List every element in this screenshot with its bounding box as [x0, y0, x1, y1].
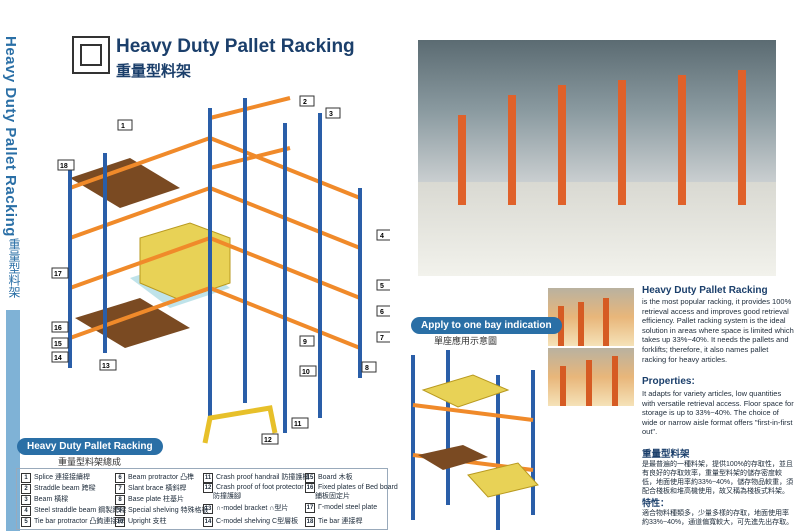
callout-12: 12 [264, 437, 272, 444]
callout-2: 2 [303, 99, 307, 106]
callout-8: 8 [365, 365, 369, 372]
legend-tag-cn: 重量型料架總成 [58, 457, 122, 467]
one-bay-diagram [411, 350, 539, 530]
callout-5: 5 [380, 283, 384, 290]
callout-17: 17 [54, 271, 62, 278]
pallet-top [70, 158, 180, 208]
callout-1: 1 [121, 123, 125, 130]
callout-14: 14 [54, 355, 62, 362]
properties-body: It adapts for variety articles, low quan… [642, 389, 794, 437]
cn-title: 重量型料架 [642, 449, 690, 460]
callout-3: 3 [329, 111, 333, 118]
callout-13: 13 [102, 363, 110, 370]
sidebar: Heavy Duty Pallet Racking 重量型料架 [0, 0, 26, 531]
legend-item-cn: 鋪板固定片 [315, 493, 350, 500]
legend-item: 13∩-model bracket ∩型片 [203, 504, 289, 514]
callout-15: 15 [54, 341, 62, 348]
warehouse-photo [418, 40, 776, 276]
callouts: 1 2 3 4 5 6 7 8 9 10 11 12 13 14 15 16 1… [51, 95, 390, 445]
goods-box [139, 222, 231, 301]
crash-proof-handrail [202, 405, 278, 444]
thumb-photo-2 [548, 348, 634, 406]
info-title: Heavy Duty Pallet Racking [642, 285, 768, 296]
properties-title: Properties: [642, 376, 695, 387]
rack-diagram: 1 2 3 4 5 6 7 8 9 10 11 12 13 14 15 16 1… [51, 95, 390, 445]
callout-18: 18 [60, 163, 68, 170]
cn-properties-title: 特性： [642, 498, 670, 508]
callout-11: 11 [294, 421, 302, 428]
info-body: is the most popular racking, it provides… [642, 297, 794, 364]
page-title: Heavy Duty Pallet Racking [116, 36, 355, 57]
page-subtitle: 重量型料架 [116, 63, 192, 80]
callout-16: 16 [54, 325, 62, 332]
rack-logo-icon [72, 36, 110, 74]
thumb-photo-1 [548, 288, 634, 346]
callout-6: 6 [380, 309, 384, 316]
side-title-cn: 重量型料架 [7, 238, 21, 298]
callout-7: 7 [380, 335, 384, 342]
legend-item-cn: 防撞護腳 [213, 493, 241, 500]
apply-tag: Apply to one bay indication [411, 317, 562, 334]
cn-body: 是最普遍的一種料架，提供100%的存取性，並且有良好的存取效率，重量型料架的儲存… [642, 461, 794, 495]
callout-4: 4 [380, 233, 384, 240]
callout-9: 9 [303, 339, 307, 346]
callout-10: 10 [302, 369, 310, 376]
cn-properties-body: 適合物料種類多，少量多樣的存取，地面使用率約33%~40%，通道偏寬較大，可先進… [642, 510, 794, 526]
uprights [68, 98, 362, 433]
side-title: Heavy Duty Pallet Racking [2, 36, 19, 237]
legend-tag: Heavy Duty Pallet Racking [17, 438, 163, 455]
apply-tag-cn: 單座應用示意圖 [434, 336, 498, 346]
